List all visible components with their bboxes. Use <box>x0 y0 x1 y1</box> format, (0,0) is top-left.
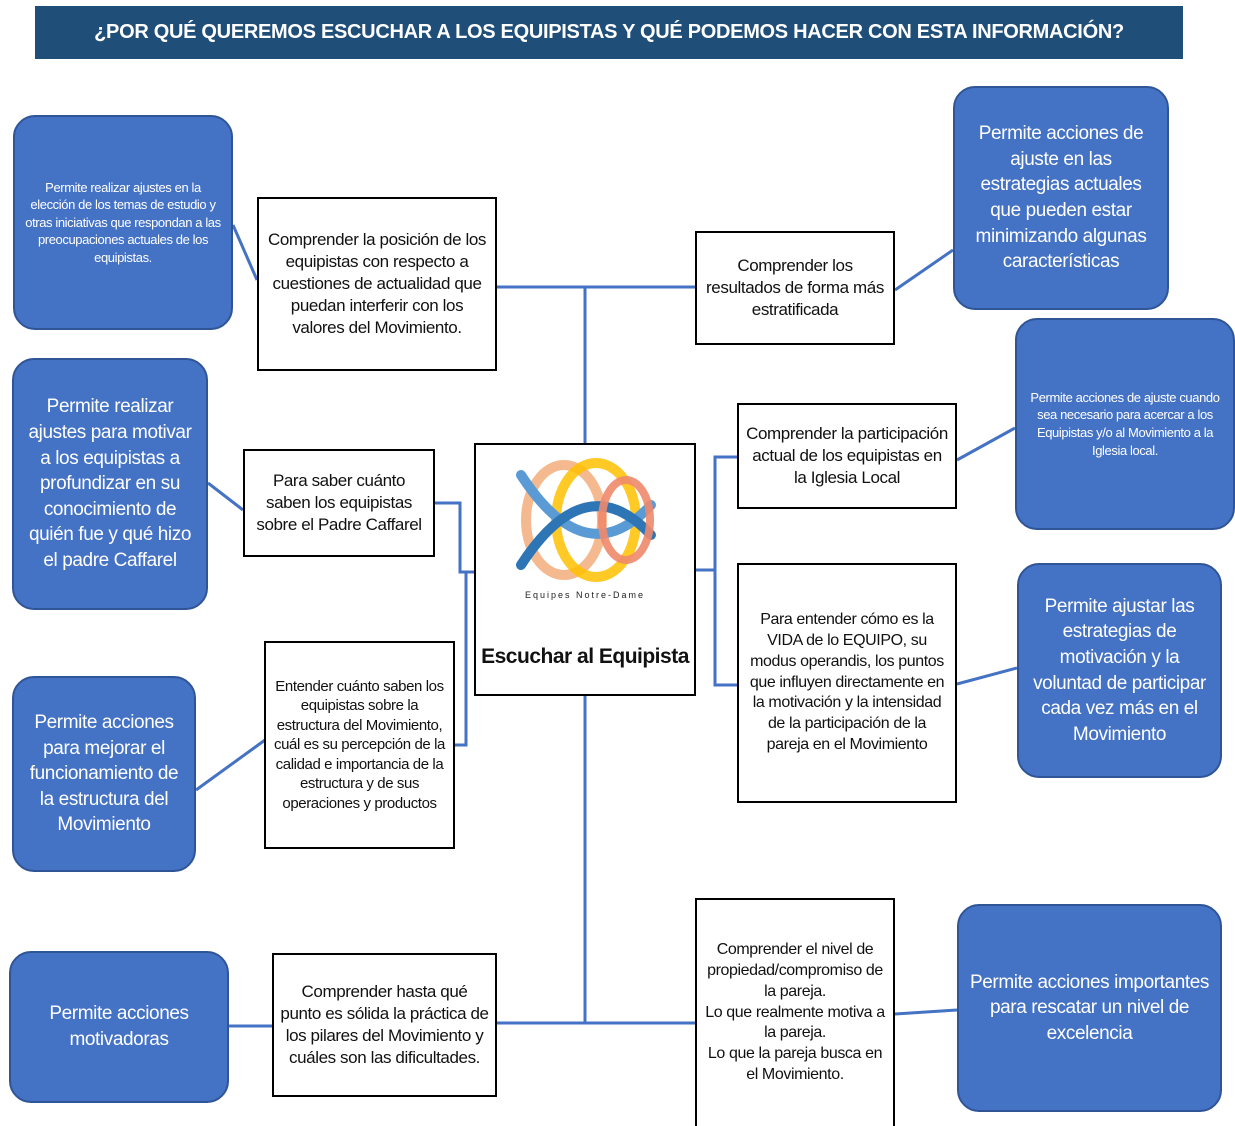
equipes-notre-dame-logo <box>516 458 656 582</box>
box-estrategias: Permite acciones de ajuste en las estrat… <box>953 86 1169 310</box>
box-acercar: Permite acciones de ajuste cuando sea ne… <box>1015 318 1235 530</box>
box-pilares: Comprender hasta qué punto es sólida la … <box>272 953 497 1097</box>
box-funcionamiento: Permite acciones para mejorar el funcion… <box>12 676 196 872</box>
box-excelencia: Permite acciones importantes para rescat… <box>957 904 1222 1112</box>
box-vida: Para entender cómo es la VIDA de lo EQUI… <box>737 563 957 803</box>
page-title: ¿POR QUÉ QUEREMOS ESCUCHAR A LOS EQUIPIS… <box>35 6 1183 59</box>
box-valores: Comprender la posición de los equipistas… <box>257 197 497 371</box>
box-motivar: Permite realizar ajustes para motivar a … <box>12 358 208 610</box>
box-motivadoras: Permite acciones motivadoras <box>9 951 229 1103</box>
box-estructura: Entender cuánto saben los equipistas sob… <box>264 641 455 849</box>
center-box: Equipes Notre-Dame Escuchar al Equipista <box>474 443 696 696</box>
box-voluntad: Permite ajustar las estrategias de motiv… <box>1017 563 1222 778</box>
box-propiedad: Comprender el nivel de propiedad/comprom… <box>695 898 895 1126</box>
box-temas: Permite realizar ajustes en la elección … <box>13 115 233 330</box>
logo-caption: Equipes Notre-Dame <box>524 590 646 600</box>
center-title: Escuchar al Equipista <box>481 645 689 668</box>
box-caffarel: Para saber cuánto saben los equipistas s… <box>243 449 435 557</box>
box-resultados: Comprender los resultados de forma más e… <box>695 231 895 345</box>
box-iglesia: Comprender la participación actual de lo… <box>737 403 957 509</box>
